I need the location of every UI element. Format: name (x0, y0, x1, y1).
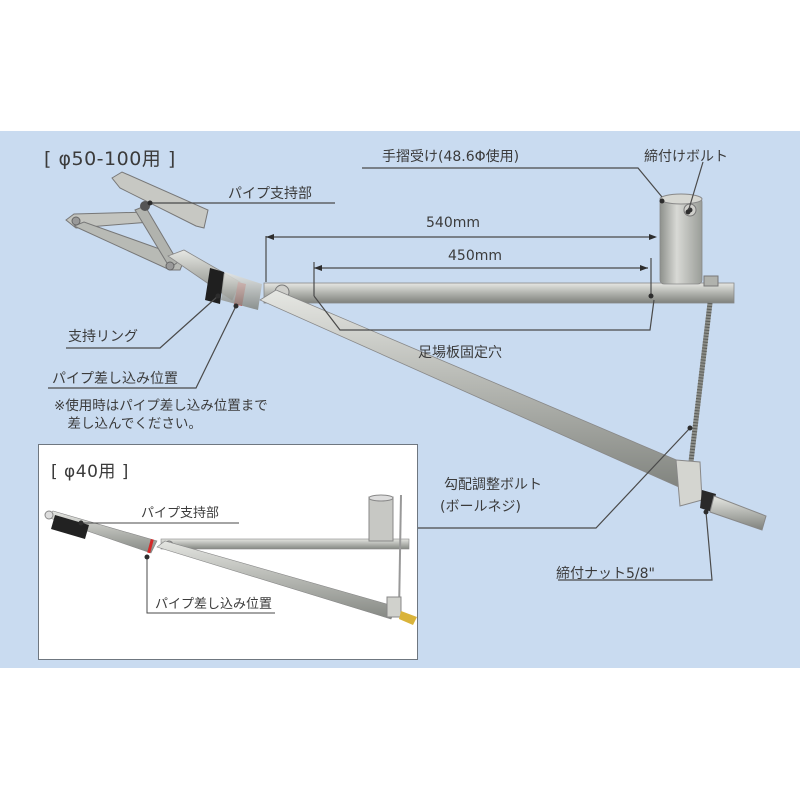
lower-clamp-block (675, 459, 703, 507)
label-pipe-insert-position: パイプ差し込み位置 (52, 371, 178, 387)
label-tightening-bolt: 締付けボルト (644, 149, 728, 165)
label-pipe-support: パイプ支持部 (228, 186, 312, 202)
label-gradient-bolt-sub: (ボールネジ) (440, 499, 521, 515)
usage-note: ※使用時はパイプ差し込み位置まで 差し込んでください。 (54, 398, 268, 432)
label-gradient-bolt: 勾配調整ボルト (444, 477, 542, 493)
label-handrail-receiver: 手摺受け(48.6Φ使用) (382, 149, 520, 165)
inset-bracket-illustration (44, 494, 417, 625)
label-scaffold-fix-hole: 足場板固定穴 (418, 345, 502, 361)
inset-diagram-title: [ φ40用 ] (51, 462, 129, 482)
horizontal-arm (263, 282, 735, 304)
tightening-bolt-shaft (709, 495, 767, 531)
inset-phi40-panel: [ φ40用 ] パイプ支持部 パイプ差し込み位置 (38, 444, 418, 660)
pipe-clamp-head (65, 171, 209, 271)
dimension-540mm: 540mm (426, 215, 480, 231)
dimension-450mm: 450mm (448, 248, 502, 264)
label-support-ring: 支持リング (68, 329, 138, 345)
label-tightening-nut: 締付ナット5/8" (556, 566, 655, 582)
main-diagram-title: [ φ50-100用 ] (44, 148, 176, 170)
leader-lines (48, 161, 713, 581)
inset-label-pipe-insert-position: パイプ差し込み位置 (155, 597, 273, 612)
inset-label-pipe-support: パイプ支持部 (141, 506, 220, 521)
